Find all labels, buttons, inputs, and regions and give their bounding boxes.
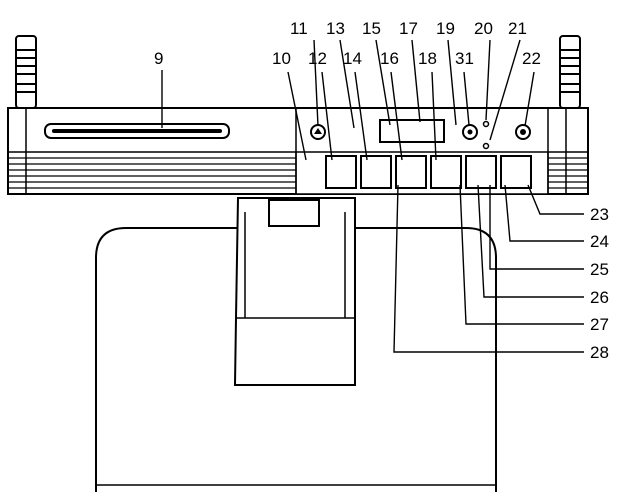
callout-28: 28 — [590, 343, 609, 362]
leader-lines — [161, 39, 584, 353]
button-19[interactable] — [465, 155, 497, 189]
speaker-grille-right — [548, 157, 588, 189]
callout-13: 13 — [326, 19, 345, 38]
callout-20: 20 — [474, 19, 493, 38]
callout-11: 11 — [290, 19, 308, 38]
callout-16: 16 — [380, 49, 399, 68]
button-16[interactable] — [395, 155, 427, 189]
callout-25: 25 — [590, 260, 609, 279]
speaker-grille-left — [8, 157, 296, 189]
main-unit — [7, 107, 589, 195]
button-row — [325, 155, 532, 189]
led-indicator-icon — [482, 120, 490, 128]
callout-14: 14 — [343, 49, 362, 68]
antenna-right — [559, 35, 581, 109]
callout-19: 19 — [436, 19, 455, 38]
display-window — [379, 119, 445, 143]
stand-neck — [233, 197, 356, 386]
callout-24: 24 — [590, 232, 609, 251]
led-indicator-icon — [482, 142, 490, 150]
callout-12: 12 — [308, 49, 327, 68]
callout-22: 22 — [522, 49, 541, 68]
antenna-left — [15, 35, 37, 109]
callout-21: 21 — [508, 19, 527, 38]
callout-26: 26 — [590, 288, 609, 307]
callout-10: 10 — [272, 49, 291, 68]
callout-labels: 9 10 11 12 13 14 15 16 17 18 19 31 20 21… — [154, 19, 609, 362]
button-12[interactable] — [325, 155, 357, 189]
callout-31: 31 — [455, 49, 474, 68]
callout-23: 23 — [590, 205, 609, 224]
hinge-block — [268, 199, 320, 227]
button-14[interactable] — [360, 155, 392, 189]
callout-17: 17 — [399, 19, 418, 38]
button-21[interactable] — [500, 155, 532, 189]
callout-15: 15 — [362, 19, 381, 38]
callout-27: 27 — [590, 315, 609, 334]
callout-18: 18 — [418, 49, 437, 68]
button-18[interactable] — [430, 155, 462, 189]
callout-9: 9 — [154, 49, 163, 68]
